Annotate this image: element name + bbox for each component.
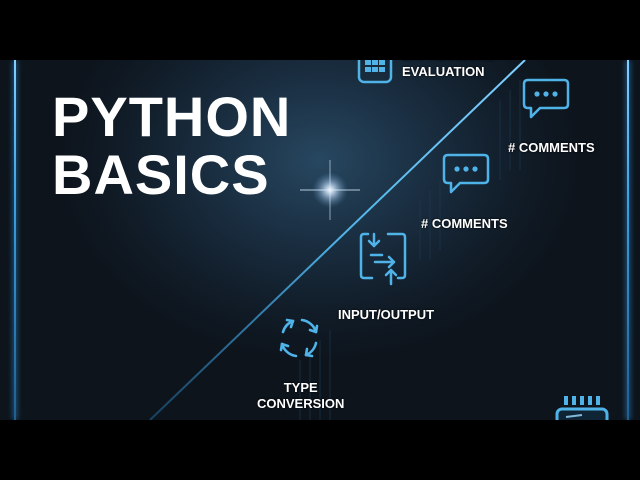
topic-expressions-line2: EVALUATION (402, 64, 485, 79)
diagonal-divider (149, 60, 526, 420)
chat-bubble-icon (442, 152, 490, 196)
input-output-icon (358, 230, 408, 286)
topic-expressions-label: EXPRESSIONS EVALUATION (402, 60, 495, 80)
letterbox-top (0, 0, 640, 60)
title-line-2: BASICS (52, 143, 270, 206)
right-glow-line (627, 60, 629, 420)
title-line-1: PYTHON (52, 85, 292, 148)
letterbox-bottom (0, 420, 640, 480)
calculator-icon (357, 60, 393, 84)
topic-type-line2: CONVERSION (257, 396, 345, 411)
left-glow-line (14, 60, 16, 420)
topic-io-label: INPUT/OUTPUT (338, 307, 435, 322)
topic-type-conversion-label: TYPE CONVERSION (257, 380, 344, 412)
refresh-cycle-icon (275, 314, 323, 362)
thumbnail-scene: PYTHON BASICS EXPRESSIONS EVALUATION # C… (0, 60, 640, 420)
topic-expressions-line1: EXPRESSIONS (402, 60, 495, 63)
chip-icon (554, 396, 610, 420)
topic-comments-label: # COMMENTS (508, 140, 595, 155)
chat-bubble-icon (522, 77, 570, 121)
page-title: PYTHON BASICS (52, 88, 291, 204)
topic-comments-label: # COMMENTS (421, 216, 508, 231)
lens-flare (300, 160, 360, 220)
topic-type-line1: TYPE (283, 380, 318, 395)
